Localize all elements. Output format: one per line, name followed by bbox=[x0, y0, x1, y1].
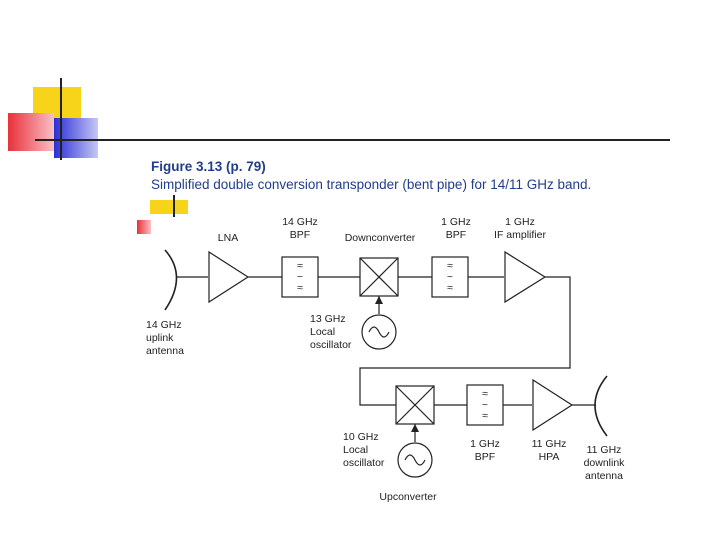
svg-text:≈: ≈ bbox=[482, 410, 488, 422]
label-downlink-line2: downlink bbox=[584, 457, 626, 469]
bpf-14ghz-symbol: ≈ bbox=[297, 260, 303, 272]
label-uplink-line3: antenna bbox=[146, 345, 184, 357]
label-if-line1: 1 GHz bbox=[505, 216, 535, 228]
svg-text:~: ~ bbox=[297, 271, 303, 283]
bpf-14ghz bbox=[281, 256, 319, 298]
hpa-amplifier bbox=[532, 378, 574, 432]
bpf-1ghz-second bbox=[466, 384, 504, 426]
label-upconverter: Upconverter bbox=[379, 491, 437, 503]
label-lo10-line3: oscillator bbox=[343, 457, 385, 469]
label-lo10-line2: Local bbox=[343, 444, 368, 456]
figure-caption: Simplified double conversion transponder… bbox=[151, 177, 592, 192]
svg-text:~: ~ bbox=[447, 271, 453, 283]
arrow-lo13 bbox=[375, 296, 383, 304]
label-lo13-line2: Local bbox=[310, 326, 335, 338]
label-uplink-line2: uplink bbox=[146, 332, 174, 344]
label-hpa-line2: HPA bbox=[539, 451, 560, 463]
label-bpf1-line2: BPF bbox=[446, 229, 466, 241]
arrow-lo10 bbox=[411, 424, 419, 432]
label-bpf1b-line2: BPF bbox=[475, 451, 495, 463]
downlink-antenna-dish bbox=[594, 375, 608, 437]
label-downlink-line3: antenna bbox=[585, 470, 623, 482]
label-downconverter: Downconverter bbox=[345, 232, 416, 244]
label-bpf14-line1: 14 GHz bbox=[282, 216, 318, 228]
svg-text:~: ~ bbox=[482, 399, 488, 411]
label-lo13-line1: 13 GHz bbox=[310, 313, 346, 325]
label-bpf1b-line1: 1 GHz bbox=[470, 438, 500, 450]
wire-if-to-row2 bbox=[359, 276, 571, 406]
label-uplink-line1: 14 GHz bbox=[146, 319, 182, 331]
decor-small-yellow bbox=[150, 200, 188, 214]
lna-amplifier bbox=[208, 250, 250, 304]
uplink-antenna-dish bbox=[164, 249, 178, 311]
if-amplifier bbox=[504, 250, 547, 304]
bpf-1ghz bbox=[431, 256, 469, 298]
decor-small-line bbox=[173, 195, 175, 217]
label-bpf1-line1: 1 GHz bbox=[441, 216, 471, 228]
decor-red-square bbox=[8, 113, 54, 151]
svg-text:≈: ≈ bbox=[447, 282, 453, 294]
decor-small-red bbox=[137, 220, 151, 234]
decor-vertical-line bbox=[60, 78, 62, 160]
label-lo13-line3: oscillator bbox=[310, 339, 352, 351]
svg-text:≈: ≈ bbox=[447, 260, 453, 272]
figure-title: Figure 3.13 (p. 79) bbox=[151, 159, 266, 174]
label-hpa-line1: 11 GHz bbox=[532, 438, 567, 450]
decor-horizontal-line bbox=[35, 139, 670, 141]
label-downlink-line1: 11 GHz bbox=[587, 444, 622, 456]
svg-text:≈: ≈ bbox=[297, 282, 303, 294]
label-lo10-line1: 10 GHz bbox=[343, 431, 379, 443]
label-if-line2: IF amplifier bbox=[494, 229, 546, 241]
label-lna: LNA bbox=[218, 232, 238, 244]
label-bpf14-line2: BPF bbox=[290, 229, 310, 241]
svg-text:≈: ≈ bbox=[482, 388, 488, 400]
